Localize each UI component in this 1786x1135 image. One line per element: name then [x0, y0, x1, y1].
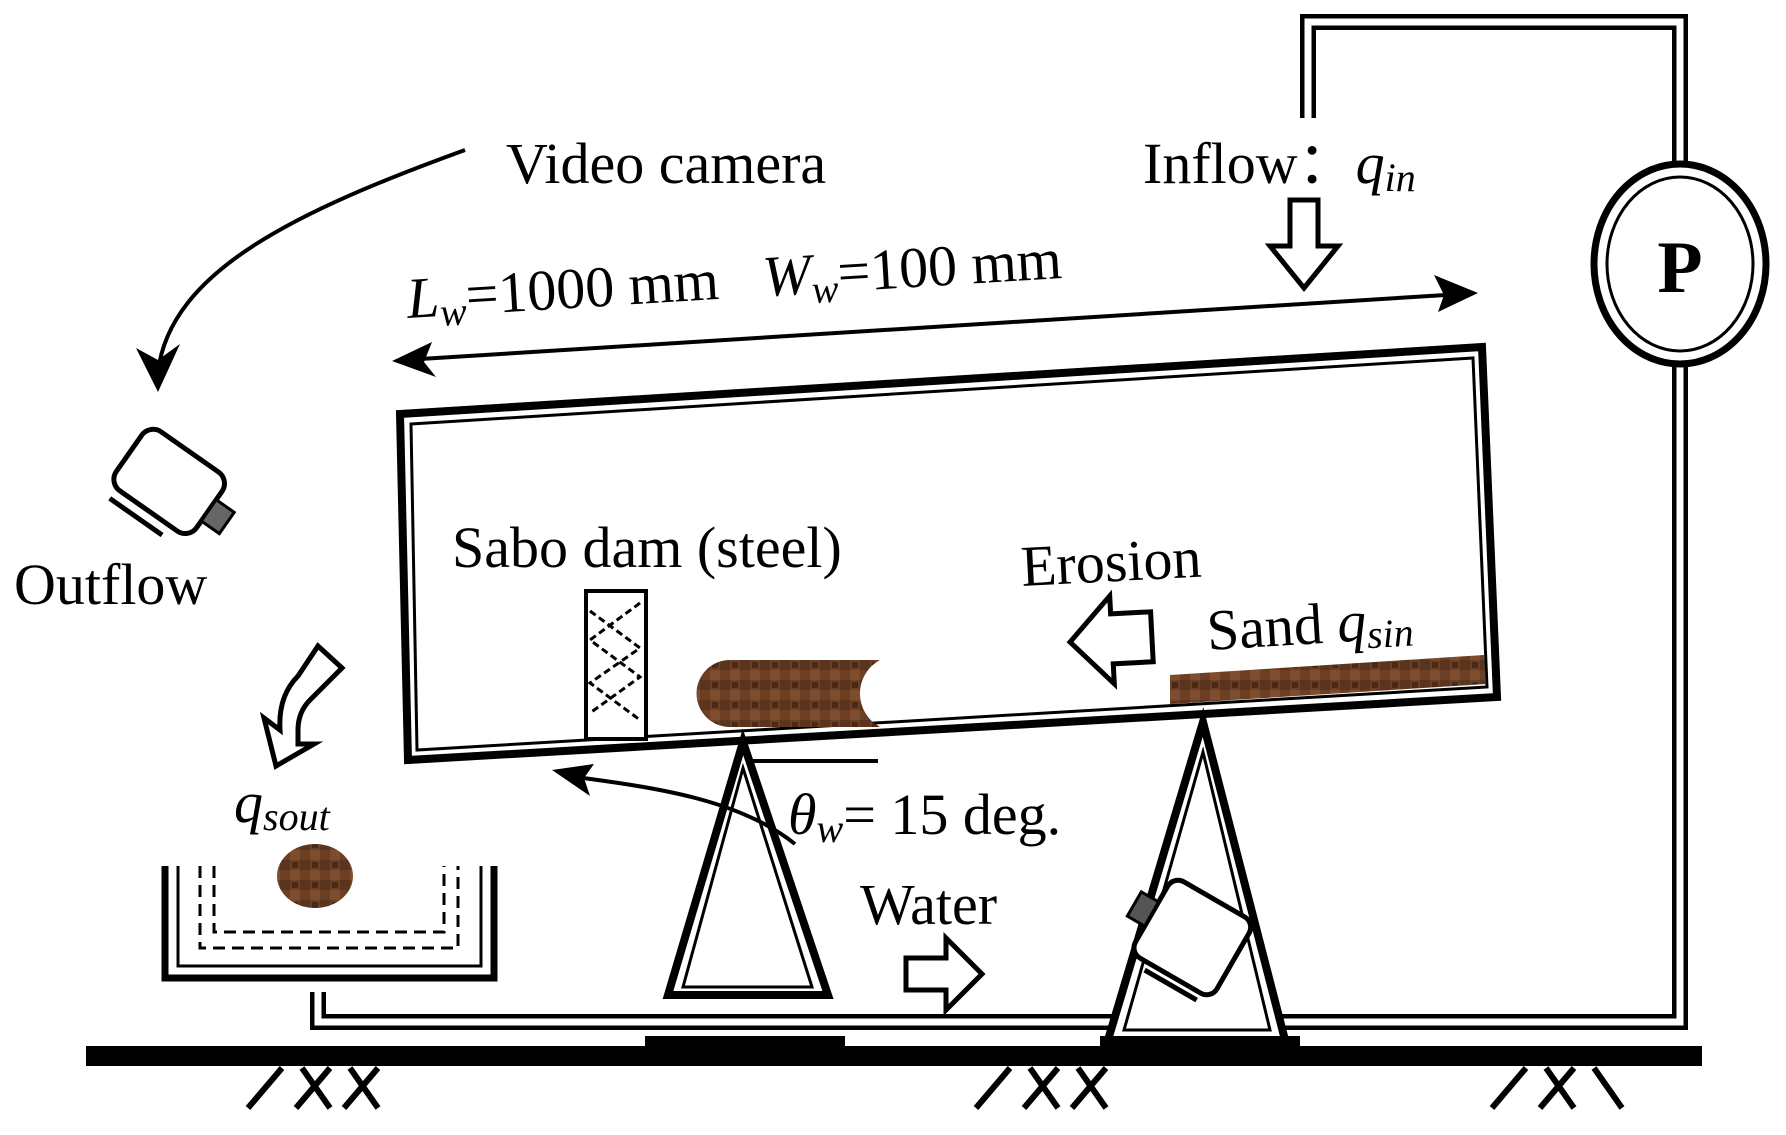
camera-pointer-arrow: [136, 148, 466, 392]
sabo-dam-label: Sabo dam (steel): [452, 515, 842, 580]
sediment-deposit: [696, 660, 880, 727]
support-right: [1100, 707, 1300, 1046]
water-label: Water: [860, 872, 997, 937]
sediment: [696, 655, 1486, 727]
erosion-arrow-icon: [1066, 589, 1156, 690]
pump: P: [1590, 160, 1770, 368]
video-camera-label: Video camera: [506, 131, 826, 196]
water-arrow-icon: [903, 931, 986, 1017]
ground-hatching: [245, 1066, 1625, 1110]
collection-tank: [161, 844, 498, 982]
flume: [395, 342, 1502, 765]
sand-bed: [1170, 655, 1486, 704]
support-left: [645, 728, 845, 1046]
angle-label: θw= 15 deg.: [788, 782, 1061, 851]
inflow-arrow-icon: [1264, 197, 1344, 292]
outflow-label: Outflow: [14, 552, 207, 617]
angle-indicator: [552, 759, 878, 846]
inflow-label: Inflow：qin: [1143, 131, 1416, 200]
sout-label: qsout: [234, 770, 331, 839]
sand-label: Sand qsin: [1205, 586, 1415, 667]
erosion-label: Erosion: [1019, 525, 1203, 599]
pipe-system: [310, 14, 1688, 1030]
sediment-ball: [277, 844, 353, 908]
length-dimension-arrow: [392, 275, 1478, 377]
sabo-dam: [584, 589, 648, 741]
camera-bottom-icon: [1125, 877, 1254, 1003]
outflow-arrow-icon: [259, 642, 346, 770]
camera-top-icon: [108, 426, 237, 538]
pump-label: P: [1657, 227, 1702, 309]
ground: [86, 1046, 1702, 1110]
